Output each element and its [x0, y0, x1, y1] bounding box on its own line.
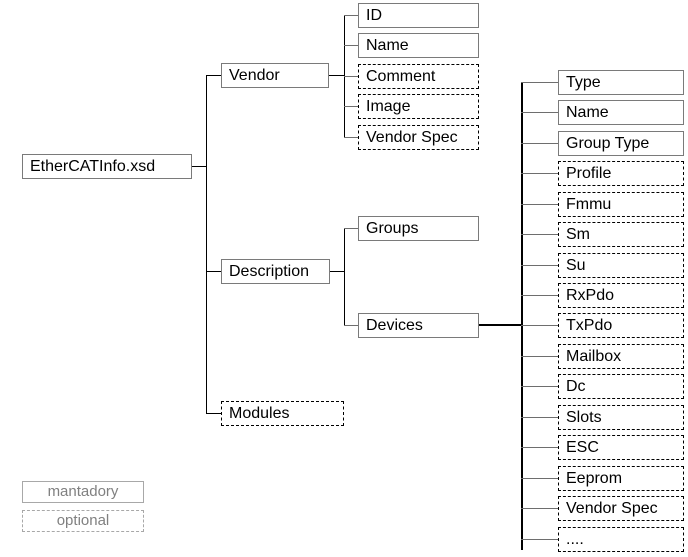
node-vendor-id[interactable]: ID	[358, 3, 479, 28]
connector-description-trunk	[344, 228, 345, 326]
node-device-name[interactable]: Name	[558, 100, 684, 125]
node-label: ID	[366, 7, 382, 24]
node-vendor-vendor-spec[interactable]: Vendor Spec	[358, 125, 479, 150]
legend-label: mantadory	[47, 483, 119, 500]
connector-devices-to-su	[521, 265, 559, 266]
node-label: Image	[366, 98, 411, 115]
node-label: Vendor	[229, 67, 280, 84]
node-label: TxPdo	[566, 317, 613, 334]
node-label: Comment	[366, 68, 436, 85]
node-root-ethercatinfo-xsd[interactable]: EtherCATInfo.xsd	[22, 154, 192, 179]
node-device-eeprom[interactable]: Eeprom	[558, 466, 684, 491]
node-device-vendor-spec[interactable]: Vendor Spec	[558, 496, 684, 521]
connector-devices-to-type	[521, 82, 559, 83]
node-vendor-name[interactable]: Name	[358, 33, 479, 58]
connector-devices-to-name	[521, 112, 559, 113]
connector-description-to-devices	[344, 325, 358, 326]
node-label: Type	[566, 74, 601, 91]
node-device-type[interactable]: Type	[558, 70, 684, 95]
node-label: Sm	[566, 226, 590, 243]
connector-description-to-groups	[344, 228, 358, 229]
node-device-more[interactable]: ....	[558, 527, 684, 552]
node-label: Name	[566, 104, 609, 121]
connector-root-stub	[192, 166, 206, 167]
node-description[interactable]: Description	[221, 259, 330, 284]
node-label: Eeprom	[566, 470, 623, 487]
node-vendor-comment[interactable]: Comment	[358, 64, 479, 89]
connector-devices-to-rxpdo	[521, 295, 559, 296]
node-label: Modules	[229, 405, 290, 422]
connector-devices-stub	[479, 324, 523, 326]
node-label: RxPdo	[566, 287, 615, 304]
node-modules[interactable]: Modules	[221, 401, 344, 426]
connector-devices-to-more	[521, 539, 559, 540]
node-label: EtherCATInfo.xsd	[30, 158, 156, 175]
connector-devices-to-dc	[521, 386, 559, 387]
node-device-txpdo[interactable]: TxPdo	[558, 313, 684, 338]
node-label: Fmmu	[566, 196, 612, 213]
connector-root-to-vendor	[206, 75, 222, 76]
node-label: Name	[366, 37, 409, 54]
connector-vendor-stub	[329, 75, 344, 76]
node-device-su[interactable]: Su	[558, 253, 684, 278]
node-label: Groups	[366, 220, 419, 237]
connector-devices-to-profile	[521, 173, 559, 174]
connector-devices-to-esc	[521, 447, 559, 448]
node-label: Dc	[566, 378, 586, 395]
connector-devices-to-eeprom	[521, 478, 559, 479]
node-device-dc[interactable]: Dc	[558, 374, 684, 399]
node-device-fmmu[interactable]: Fmmu	[558, 192, 684, 217]
connector-devices-to-group-type	[521, 143, 559, 144]
connector-vendor-to-comment	[344, 76, 358, 77]
node-label: Vendor Spec	[566, 500, 658, 517]
connector-devices-trunk	[521, 82, 523, 550]
node-groups[interactable]: Groups	[358, 216, 479, 241]
node-device-esc[interactable]: ESC	[558, 435, 684, 460]
node-label: Vendor Spec	[366, 129, 458, 146]
legend-optional: optional	[22, 510, 144, 532]
connector-description-stub	[330, 271, 344, 272]
node-device-group-type[interactable]: Group Type	[558, 131, 684, 156]
node-label: ....	[566, 531, 584, 548]
connector-devices-to-mailbox	[521, 356, 559, 357]
node-label: Devices	[366, 317, 423, 334]
connector-root-to-description	[206, 271, 222, 272]
node-device-rxpdo[interactable]: RxPdo	[558, 283, 684, 308]
node-device-slots[interactable]: Slots	[558, 405, 684, 430]
node-label: Description	[229, 263, 310, 280]
node-label: Mailbox	[566, 348, 622, 365]
node-vendor[interactable]: Vendor	[221, 63, 329, 88]
node-device-sm[interactable]: Sm	[558, 222, 684, 247]
node-device-profile[interactable]: Profile	[558, 161, 684, 186]
node-devices[interactable]: Devices	[358, 313, 479, 338]
legend-label: optional	[56, 512, 110, 529]
connector-vendor-to-name	[344, 45, 358, 46]
connector-devices-to-slots	[521, 417, 559, 418]
node-label: Profile	[566, 165, 612, 182]
connector-root-trunk	[206, 75, 207, 413]
node-label: Slots	[566, 409, 602, 426]
connector-vendor-to-image	[344, 106, 358, 107]
node-device-mailbox[interactable]: Mailbox	[558, 344, 684, 369]
node-label: Group Type	[566, 135, 650, 152]
connector-devices-to-txpdo	[521, 325, 559, 326]
connector-devices-to-fmmu	[521, 204, 559, 205]
connector-devices-to-vendor-spec	[521, 508, 559, 509]
connector-devices-to-sm	[521, 234, 559, 235]
node-label: Su	[566, 257, 586, 274]
node-vendor-image[interactable]: Image	[358, 94, 479, 119]
legend-mandatory: mantadory	[22, 481, 144, 503]
connector-vendor-to-id	[344, 15, 358, 16]
connector-vendor-to-vendor-spec	[344, 137, 358, 138]
node-label: ESC	[566, 439, 599, 456]
connector-root-to-modules	[206, 413, 222, 414]
